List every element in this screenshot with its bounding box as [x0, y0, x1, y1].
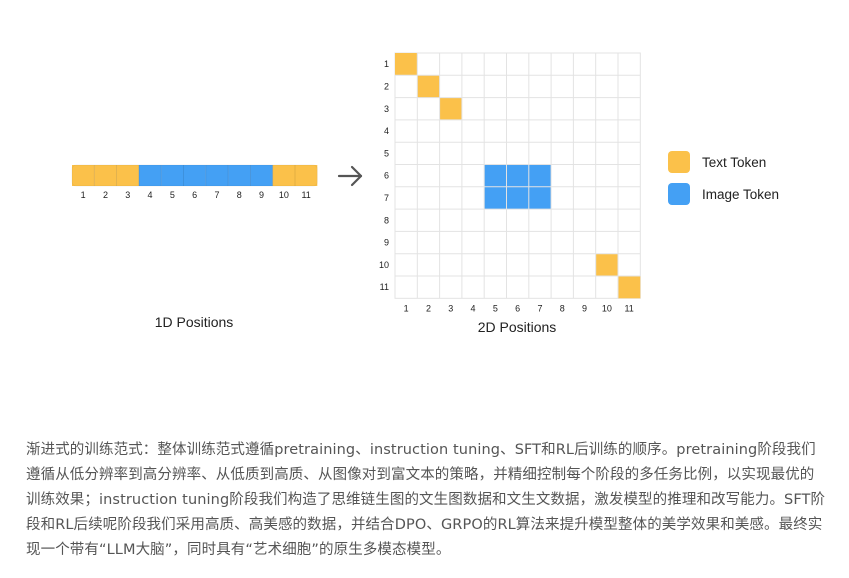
- row-label: 5: [384, 148, 389, 158]
- row-label: 7: [384, 193, 389, 203]
- row-label: 1: [384, 59, 389, 69]
- row-label: 3: [384, 104, 389, 114]
- one-d-position-label: 7: [214, 190, 219, 200]
- legend-label: Image Token: [702, 187, 779, 202]
- text-token-cell: [595, 253, 618, 276]
- row-label: 8: [384, 215, 389, 225]
- legend-swatch: [668, 183, 690, 205]
- arrow-right-icon: [337, 165, 363, 187]
- one-d-position-label: 3: [125, 190, 130, 200]
- row-label: 6: [384, 171, 389, 181]
- one-d-position-label: 11: [301, 190, 310, 200]
- one-d-position-label: 9: [259, 190, 264, 200]
- col-label: 3: [448, 303, 453, 313]
- one-d-cell: [205, 165, 229, 186]
- col-label: 4: [471, 303, 476, 313]
- one-d-cell: [94, 165, 117, 186]
- one-d-sequence: 1 2 3 4 5 6 7 8 9 10 11: [71, 164, 318, 200]
- one-d-cell: [228, 165, 251, 186]
- one-d-cell: [250, 165, 273, 186]
- text-token-cell: [439, 97, 462, 120]
- one-d-outline: [71, 164, 318, 187]
- two-d-title: 2D Positions: [478, 319, 557, 335]
- row-label: 4: [384, 126, 389, 136]
- one-d-cell: [272, 165, 295, 186]
- one-d-position-label: 8: [237, 190, 242, 200]
- row-label: 11: [380, 282, 389, 292]
- col-label: 10: [602, 303, 612, 313]
- row-label: 10: [379, 260, 389, 270]
- one-d-position-label: 6: [192, 190, 197, 200]
- one-d-position-label: 4: [148, 190, 153, 200]
- image-token-cell: [528, 164, 552, 187]
- one-d-position-label: 2: [103, 190, 108, 200]
- image-token-cell: [484, 164, 507, 187]
- col-label: 5: [493, 303, 498, 313]
- text-token-cell: [618, 276, 641, 299]
- col-label: 6: [515, 303, 520, 313]
- col-label: 7: [537, 303, 542, 313]
- one-d-cell: [161, 165, 184, 186]
- col-label: 1: [404, 303, 409, 313]
- col-label: 11: [624, 303, 633, 313]
- one-d-position-label: 10: [279, 190, 289, 200]
- legend-label: Text Token: [702, 155, 766, 170]
- image-token-cell: [506, 186, 529, 210]
- col-label: 8: [560, 303, 565, 313]
- one-d-position-label: 1: [81, 190, 86, 200]
- text-token-cell: [417, 75, 440, 98]
- one-d-cell: [116, 165, 139, 186]
- one-d-cell: [138, 165, 162, 186]
- col-label: 9: [582, 303, 587, 313]
- one-d-cell: [72, 165, 95, 186]
- image-token-cell: [506, 164, 529, 187]
- image-token-cell: [484, 186, 507, 210]
- one-d-title: 1D Positions: [155, 314, 234, 330]
- col-label: 2: [426, 303, 431, 313]
- text-token-cell: [395, 53, 418, 76]
- image-token-cell: [528, 186, 552, 210]
- legend-swatch: [668, 151, 690, 173]
- one-d-cell: [183, 165, 206, 186]
- row-label: 2: [384, 81, 389, 91]
- row-label: 9: [384, 238, 389, 248]
- caption-text: 渐进式的训练范式：整体训练范式遵循pretraining、instruction…: [26, 442, 826, 558]
- one-d-position-label: 5: [170, 190, 175, 200]
- one-d-cell: [295, 165, 318, 186]
